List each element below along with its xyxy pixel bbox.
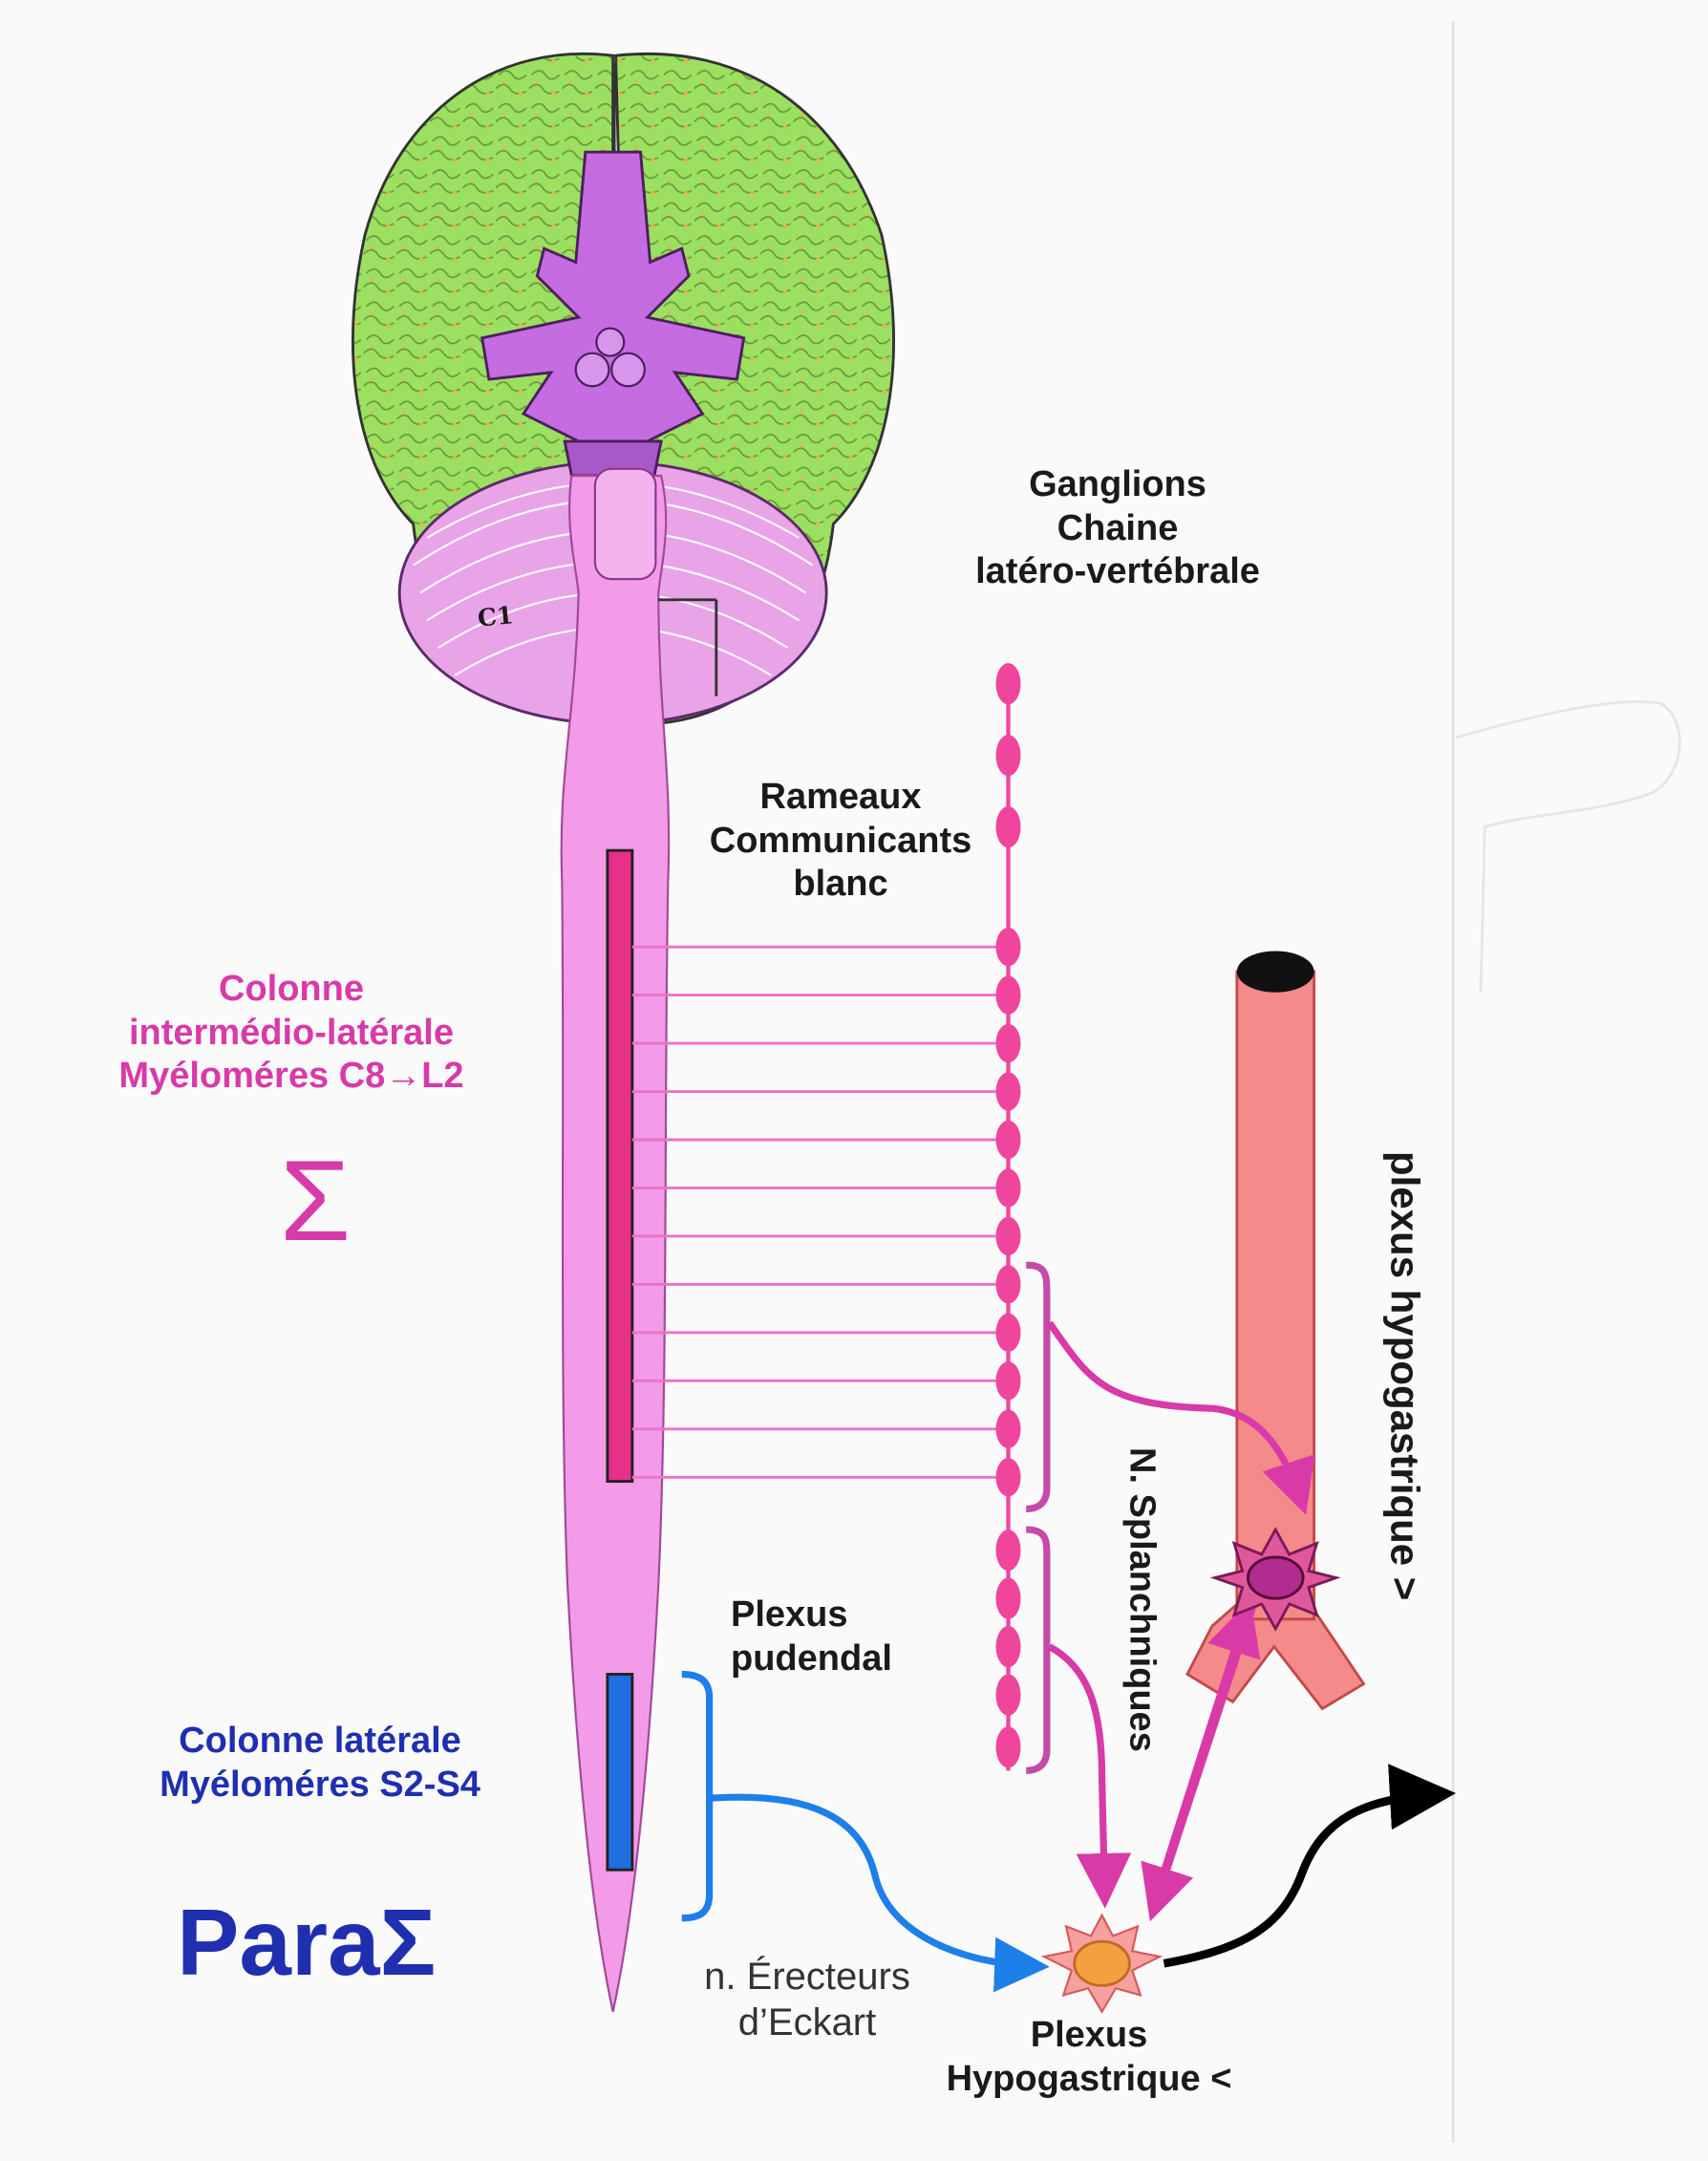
- ganglions-line-3: latéro-vertébrale: [975, 551, 1260, 592]
- page-edge-notch: [1455, 700, 1681, 993]
- colonne-intermedio-label: Colonne intermédio-latérale Myéloméres C…: [57, 968, 525, 1099]
- c1-label: C1: [476, 601, 515, 632]
- ganglions-line-1: Ganglions: [1029, 464, 1206, 504]
- pudendal-line-1: Plexus: [731, 1594, 848, 1635]
- erecteurs-line-2: d’Eckart: [737, 2001, 877, 2043]
- parasympathetic-column-bar: [606, 1673, 634, 1872]
- rameaux-line-1: Rameaux: [759, 777, 922, 817]
- white-rami: [631, 945, 1009, 1479]
- pudendal-line-2: pudendal: [731, 1637, 892, 1679]
- colonne-lat-line-2: Myéloméres S2-S4: [160, 1764, 480, 1805]
- ganglions-label: Ganglions Chaine latéro-vertébrale: [917, 463, 1318, 594]
- colonne-il-line-3: Myéloméres C8→L2: [118, 1056, 464, 1097]
- colonne-il-line-2: intermédio-latérale: [129, 1012, 454, 1053]
- colonne-laterale-label: Colonne latérale Myéloméres S2-S4: [105, 1720, 535, 1807]
- output-arrow: [1163, 1764, 1457, 1968]
- sympathetic-symbol: Σ: [279, 1137, 352, 1265]
- brain: [351, 52, 895, 725]
- erecteurs-label: n. Érecteurs d’Eckart: [669, 1954, 946, 2045]
- splanchnic-brace-lower: [1026, 1526, 1051, 1775]
- pudendal-brace: [681, 1670, 714, 1922]
- ganglions-line-2: Chaine: [1057, 507, 1179, 548]
- superior-hypogastric-plexus: [1209, 1527, 1341, 1632]
- colonne-lat-line-1: Colonne latérale: [179, 1721, 461, 1761]
- erector-nerve-arrow: [709, 1793, 1050, 1993]
- splanchniques-label: N. Splanchniques: [1121, 1447, 1163, 1752]
- hypo-inf-line-1: Plexus: [1030, 2015, 1148, 2055]
- splanchnic-arrow-upper: [1046, 1320, 1315, 1515]
- plexus-hypogastrique-inf-label: Plexus Hypogastrique <: [893, 2014, 1285, 2101]
- colonne-il-line-1: Colonne: [219, 969, 364, 1009]
- parasympathetic-symbol: ParaΣ: [177, 1890, 437, 1995]
- sympathetic-column-bar: [606, 848, 634, 1484]
- erecteurs-line-1: n. Érecteurs: [704, 1956, 910, 1998]
- inferior-hypogastric-plexus: [1040, 1913, 1164, 2014]
- ganglion-chain: [995, 663, 1021, 1771]
- plexus-hypogastrique-sup-label: plexus hypogastrique >: [1382, 1151, 1428, 1601]
- rameaux-line-2: Communicants: [709, 820, 972, 861]
- plexus-pudendal-label: Plexus pudendal: [731, 1594, 892, 1680]
- splanchnic-arrow-lower: [1048, 1643, 1132, 1909]
- hypo-inf-line-2: Hypogastrique <: [946, 2058, 1232, 2099]
- splanchnic-brace-upper: [1026, 1261, 1051, 1513]
- rameaux-label: Rameaux Communicants blanc: [669, 776, 1013, 907]
- hypogastric-nerve-arrow-up: [1150, 1598, 1261, 1903]
- rameaux-line-3: blanc: [793, 864, 888, 905]
